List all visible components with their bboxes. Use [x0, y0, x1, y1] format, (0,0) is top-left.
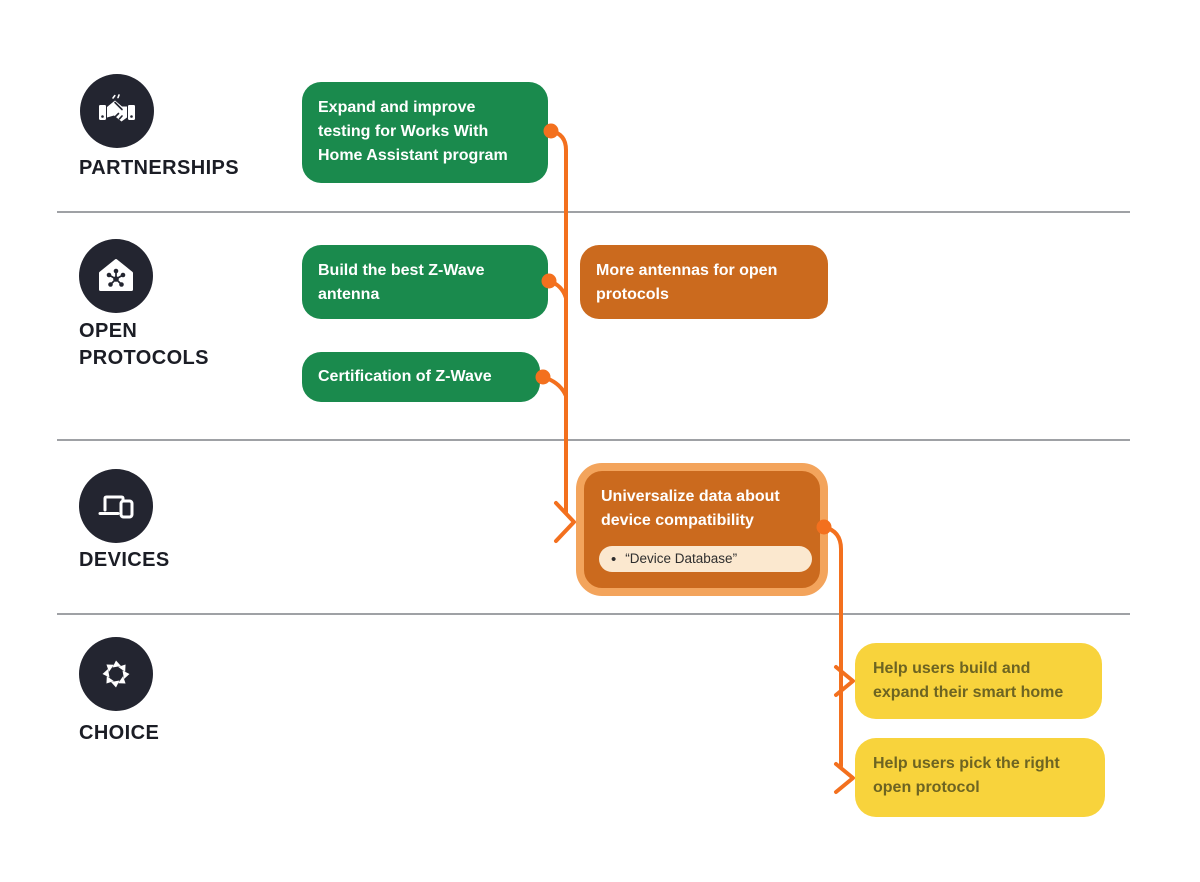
arrowhead-into-help-build — [834, 665, 855, 697]
row-divider — [57, 211, 1130, 213]
node-text: More antennas for open protocols — [596, 262, 778, 303]
node-text: Expand and improve testing for Works Wit… — [318, 99, 508, 164]
node-text: Help users pick the right open protocol — [873, 755, 1060, 796]
devices-icon — [79, 469, 153, 543]
node-best-antenna: Build the best Z-Wave antenna — [302, 245, 548, 319]
handshake-icon — [80, 74, 154, 148]
node-help-build: Help users build and expand their smart … — [855, 643, 1102, 719]
category-label-open-protocols: OPEN PROTOCOLS — [79, 320, 209, 369]
house-network-icon — [79, 239, 153, 313]
node-universalize-data: Universalize data about device compatibi… — [576, 463, 828, 596]
connector-main-vertical — [549, 129, 568, 514]
node-text: Universalize data about device compatibi… — [601, 488, 780, 529]
node-text: Help users build and expand their smart … — [873, 660, 1064, 701]
category-label-partnerships: PARTNERSHIPS — [79, 157, 240, 179]
pill-text: “Device Database” — [625, 551, 738, 566]
device-database-pill: • “Device Database” — [599, 546, 812, 572]
category-label-devices: DEVICES — [79, 549, 170, 571]
connector-join-antenna — [547, 279, 568, 300]
node-help-pick: Help users pick the right open protocol — [855, 738, 1105, 817]
node-text: Build the best Z-Wave antenna — [318, 262, 485, 303]
connector-join-certification — [541, 375, 568, 398]
node-certification: Certification of Z-Wave — [302, 352, 540, 402]
node-expand-testing: Expand and improve testing for Works Wit… — [302, 82, 548, 183]
row-divider — [57, 439, 1130, 441]
arrowhead-into-help-pick — [834, 762, 855, 794]
bullet-icon: • — [611, 550, 617, 568]
row-divider — [57, 613, 1130, 615]
radial-arrows-icon — [79, 637, 153, 711]
category-label-choice: CHOICE — [79, 722, 160, 744]
node-text: Certification of Z-Wave — [318, 368, 492, 385]
node-more-antennas: More antennas for open protocols — [580, 245, 828, 319]
arrowhead-into-devices — [554, 501, 576, 543]
